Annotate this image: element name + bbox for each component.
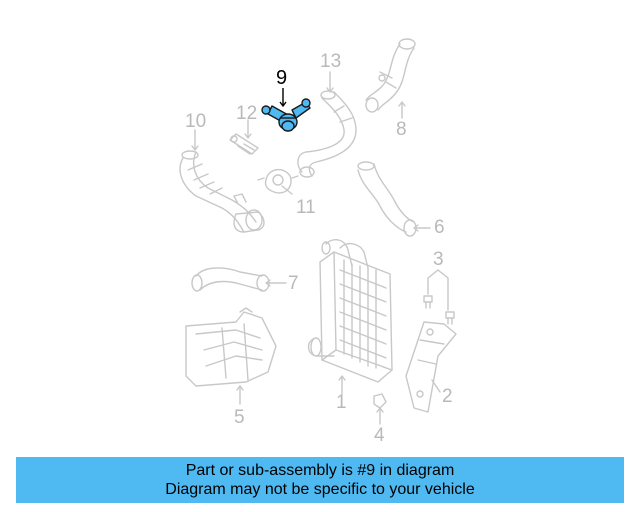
- part-5-air-guide[interactable]: [185, 307, 277, 387]
- callout-13: 13: [320, 51, 342, 72]
- part-10-intake-hose[interactable]: [179, 150, 265, 233]
- callout-2: 2: [442, 386, 453, 407]
- part-11-clip[interactable]: [257, 169, 299, 194]
- part-8-hose[interactable]: [365, 38, 416, 113]
- callout-8: 8: [396, 119, 407, 140]
- callout-6: 6: [434, 217, 445, 238]
- callout-10: 10: [185, 111, 207, 132]
- part-4-clip[interactable]: [373, 393, 387, 409]
- part-12-sensor[interactable]: [229, 133, 259, 155]
- callout-5: 5: [234, 407, 245, 428]
- banner-line-2: Diagram may not be specific to your vehi…: [165, 481, 475, 498]
- part-6-hose[interactable]: [357, 161, 417, 237]
- callout-9-leader: [279, 88, 287, 108]
- callout-3: 3: [433, 249, 444, 270]
- part-7-elbow-hose[interactable]: [191, 267, 270, 292]
- callout-7: 7: [288, 273, 299, 294]
- part-13-hose[interactable]: [297, 90, 357, 178]
- callout-11: 11: [296, 197, 316, 218]
- callout-1: 1: [336, 392, 347, 413]
- callout-12: 12: [236, 103, 258, 124]
- part-9-highlighted[interactable]: [261, 98, 311, 132]
- leader-lines: [191, 71, 449, 425]
- callout-9: 9: [276, 67, 288, 89]
- banner-line-1: Part or sub-assembly is #9 in diagram: [185, 462, 455, 479]
- callout-4: 4: [374, 425, 385, 446]
- part-2-bracket[interactable]: [405, 321, 457, 413]
- info-banner: Part or sub-assembly is #9 in diagram Di…: [16, 457, 624, 503]
- part-1-intercooler[interactable]: [307, 239, 393, 383]
- part-3-fasteners[interactable]: [423, 295, 455, 325]
